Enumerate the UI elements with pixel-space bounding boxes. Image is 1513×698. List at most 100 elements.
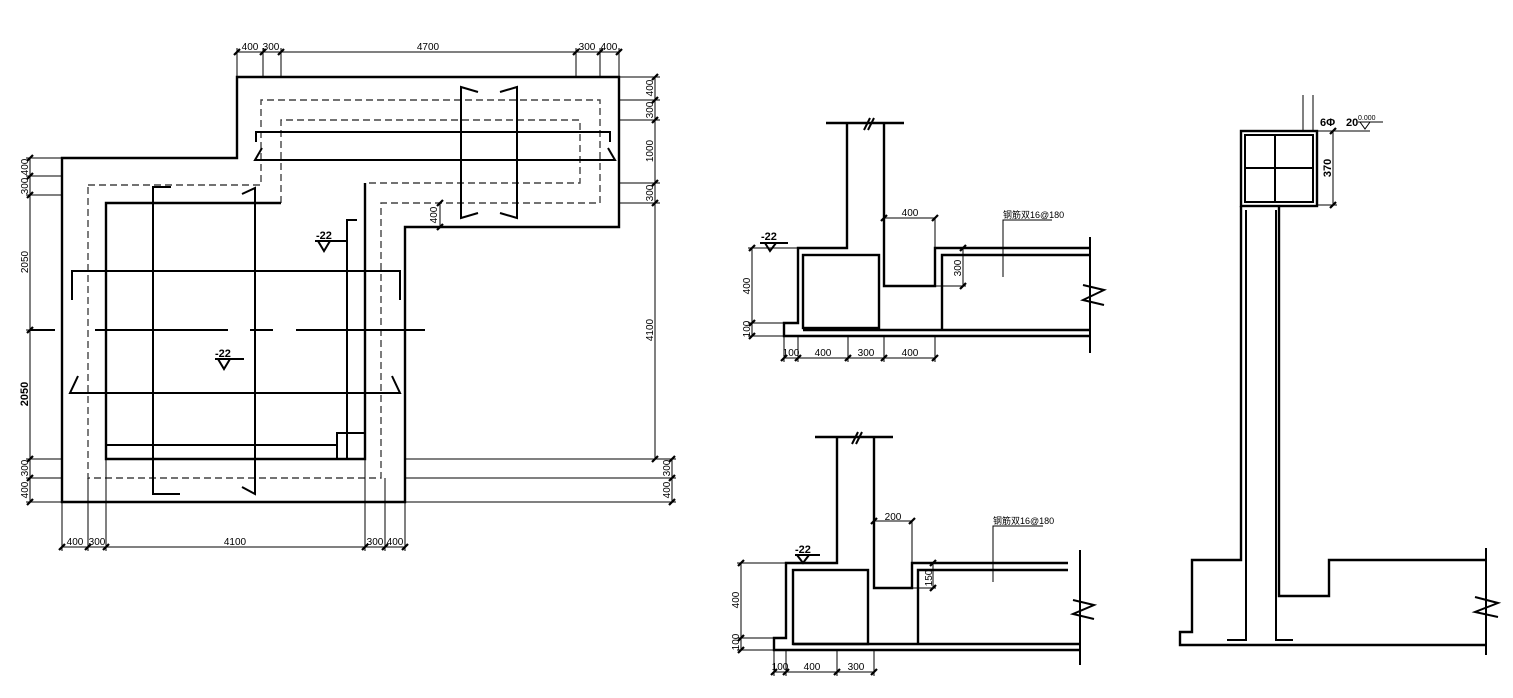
break-zigzag-icon [1471,596,1502,618]
drawing-line [783,336,936,362]
break-mark-icon [863,117,875,131]
plan-inner-detail [106,219,357,459]
drawing-line [929,559,937,592]
drawing-line [1002,219,1052,277]
drawing-line [748,244,756,340]
drawing-line [793,568,1080,646]
plan-top-dim-label: 400 [242,42,259,53]
drawing-line [737,559,745,654]
elevation-marker: -22 [760,231,788,253]
plan-rebar-h1 [71,270,401,300]
drawing-line [233,48,623,56]
plan-top-dim-label: 300 [579,42,596,53]
plan-left-dim-label: 2050 [20,250,31,273]
section-b-rebar-label: 钢筋双16@180 [993,515,1054,526]
drawing-line [1244,134,1314,203]
section-a: -22 400 300 钢筋双16@180 100 400 300 400 40… [742,117,1107,362]
section-a-step-dim-label: 300 [953,259,964,276]
drawing-line [959,244,967,290]
elevation-marker: -22 [315,230,347,253]
drawing-line [801,253,881,330]
drawing-line [737,562,786,651]
section-a-left-dim-label: 400 [742,277,753,294]
section-a-left-dim-label: 100 [742,320,753,337]
drawing-line [215,358,244,371]
drawing-line [1227,210,1293,641]
plan-inner-wall [104,183,367,461]
drawing-line: -22 [795,544,811,556]
section-c-height-dim-label: 370 [1322,159,1334,177]
plan-dashed-outer [87,99,601,479]
drawing-line [780,354,939,362]
section-a-bottom-dim-label: 100 [783,348,800,359]
plan-rebar-v2 [241,186,256,496]
elevation-marker: -22 [795,544,820,565]
plan-outline [60,75,621,504]
drawing-line [992,525,1043,582]
drawing-line [1302,95,1314,131]
section-a-bottom-dim-label: 400 [902,348,919,359]
section-b-left-dim-label: 400 [731,591,742,608]
drawing-line: -22 [316,230,332,242]
section-b-bottom-dim-label: 400 [804,662,821,673]
drawing-line [58,543,409,551]
plan-right-dim-label: 400 [662,481,673,498]
drawing-line [748,247,798,337]
plan-top-dim-label: 4700 [417,42,440,53]
drawing-line [773,650,875,676]
drawing-line [803,253,1090,332]
drawing-line: -22 [761,231,777,243]
plan-left-dim-label: 400 [20,481,31,498]
plan-bottom-dim-line [61,459,406,551]
plan-left-dim-label: 2050 [19,382,31,406]
drawing-line [26,154,34,506]
drawing-line [874,520,913,563]
drawing-line [651,73,676,506]
plan-left-dim-label: 300 [20,459,31,476]
section-c-outline [1178,206,1486,647]
plan-left-dim-label: 400 [20,158,31,175]
break-mark-icon [851,431,863,445]
plan-top-dim-label: 300 [263,42,280,53]
plan-rebar-v4 [499,85,518,220]
plan-step-dim-label: 400 [429,206,440,223]
break-zigzag-icon [1069,599,1098,620]
plan-right-dim-label: 300 [645,184,656,201]
plan-view: 400 300 4700 300 400 400 300 4100 300 40… [19,42,676,551]
section-a-bottom-dim-label: 300 [858,348,875,359]
plan-right-dim-label: 300 [662,459,673,476]
drawing-line [315,240,347,253]
section-b-top-dim-label: 200 [885,512,902,523]
plan-rebar-h2 [68,375,402,394]
drawing-line [791,568,870,646]
plan-left-dim-label: 300 [20,177,31,194]
drawing-line [870,517,916,525]
plan-right-dim-line [405,76,676,503]
plan-bottom-dim-label: 300 [367,537,384,548]
plan-right-dim-label: 400 [645,79,656,96]
plan-rebar-h3 [255,131,611,142]
section-c-rebar-note: 20 [1346,117,1358,129]
section-c-rebar-note: 6Φ [1320,117,1335,129]
elevation-marker: 0.000 [1358,115,1383,130]
plan-bottom-dim-label: 400 [387,537,404,548]
drawing-line: -22 [215,348,231,360]
plan-rebar-v3 [460,85,479,220]
section-b-left-dim-label: 100 [731,633,742,650]
section-b: -22 200 150 钢筋双16@180 100 400 300 400 10… [731,431,1098,676]
section-c: 370 6Φ 20 0.000 [1178,95,1502,655]
drawing-line [760,242,788,253]
drawing-line [795,554,820,565]
drawing-line: 0.000 [1358,115,1376,122]
plan-sump [336,432,366,460]
plan-bottom-dim-label: 300 [89,537,106,548]
section-b-bottom-dim-label: 300 [848,662,865,673]
plan-top-dim-label: 400 [601,42,618,53]
plan-rebar-v1 [152,186,180,495]
drawing-line [1329,127,1337,209]
section-a-outline [782,123,1090,338]
drawing-line [884,217,936,248]
section-b-step-dim-label: 150 [924,569,935,586]
plan-dashed-inner [280,119,581,203]
